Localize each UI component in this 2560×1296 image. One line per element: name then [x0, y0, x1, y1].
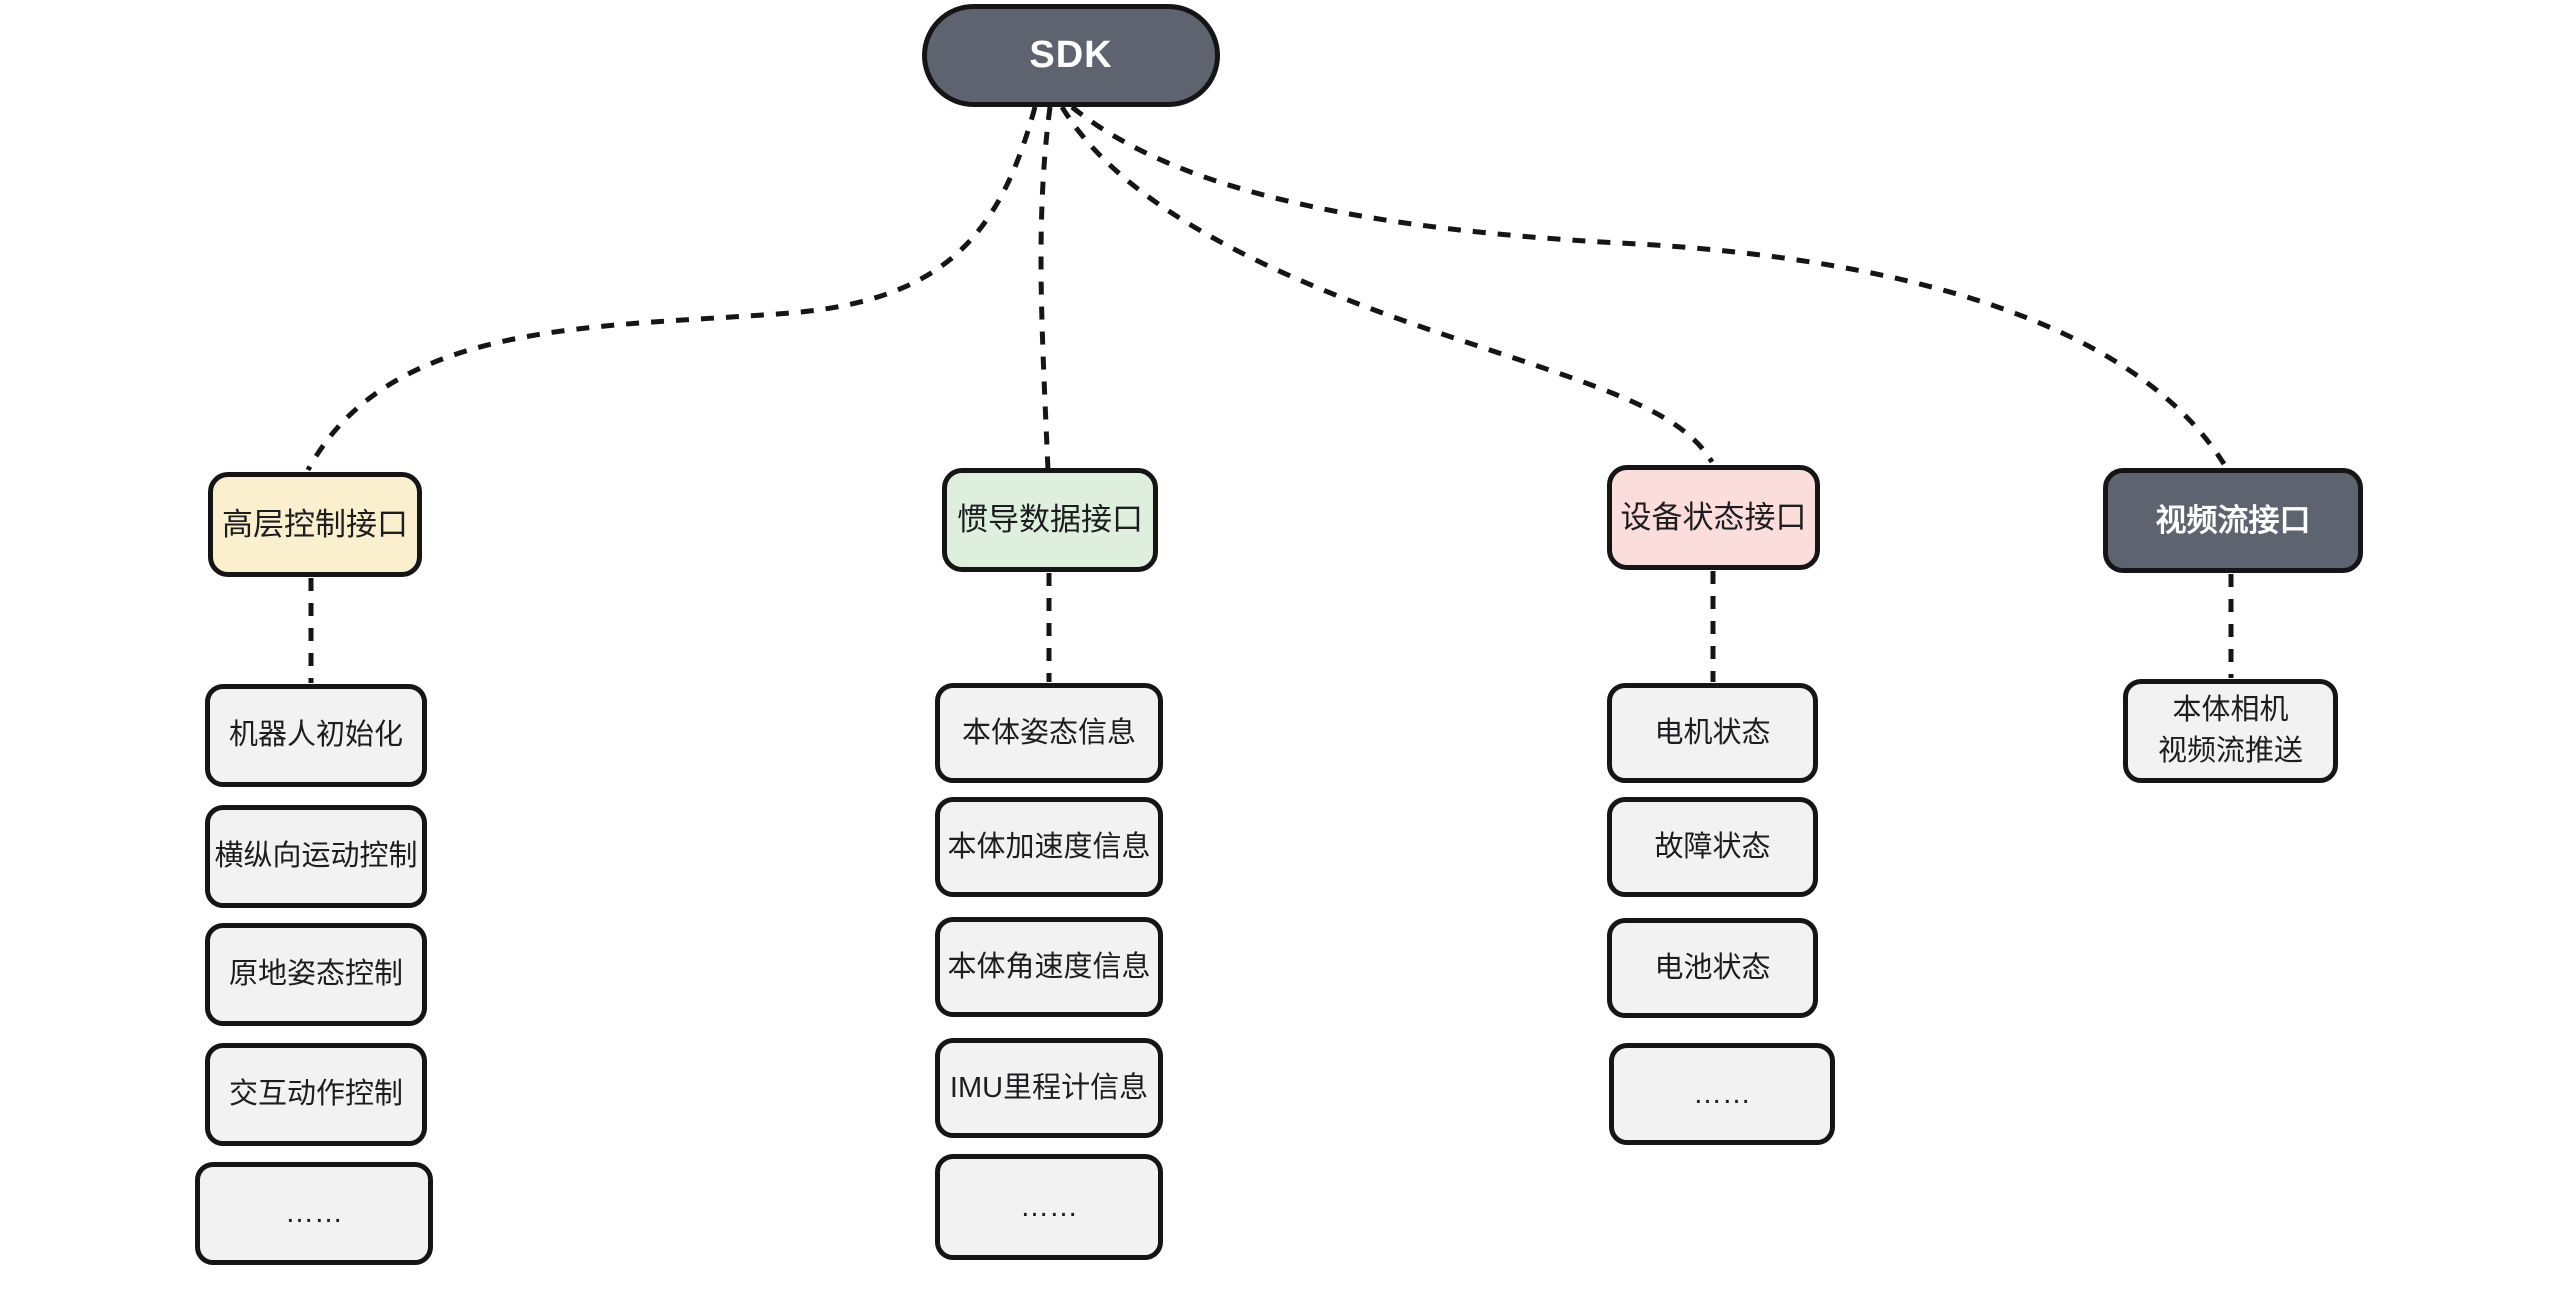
item-ellipsis-device-status: ……: [1609, 1043, 1835, 1145]
header-inertial-nav-data-interface: 惯导数据接口: [942, 468, 1158, 572]
item-in-place-posture-control: 原地姿态控制: [205, 923, 427, 1026]
connector-sdk-to-inertial-data: [1038, 106, 1053, 471]
item-fault-status: 故障状态: [1607, 797, 1818, 897]
header-device-status-interface: 设备状态接口: [1607, 465, 1820, 570]
connector-sdk-to-device-status: [1059, 105, 1715, 464]
item-ellipsis-high-level-control: ……: [195, 1162, 433, 1265]
item-body-posture-info: 本体姿态信息: [935, 683, 1163, 783]
item-motor-status: 电机状态: [1607, 683, 1818, 783]
root-node-sdk: SDK: [922, 4, 1220, 107]
item-lateral-longitudinal-motion-control: 横纵向运动控制: [205, 805, 427, 908]
item-body-acceleration-info: 本体加速度信息: [935, 797, 1163, 897]
header-video-stream-interface: 视频流接口: [2103, 468, 2363, 573]
item-robot-initialization: 机器人初始化: [205, 684, 427, 787]
item-imu-odometry-info: IMU里程计信息: [935, 1038, 1163, 1138]
connector-sdk-to-video-stream: [1070, 105, 2227, 466]
connector-sdk-to-high-level-control: [305, 106, 1038, 472]
item-body-angular-velocity-info: 本体角速度信息: [935, 917, 1163, 1017]
item-battery-status: 电池状态: [1607, 918, 1818, 1018]
item-interactive-action-control: 交互动作控制: [205, 1043, 427, 1146]
header-high-level-control-interface: 高层控制接口: [208, 472, 422, 577]
item-body-camera-video-stream-push: 本体相机 视频流推送: [2123, 679, 2338, 783]
item-ellipsis-inertial-data: ……: [935, 1154, 1163, 1260]
